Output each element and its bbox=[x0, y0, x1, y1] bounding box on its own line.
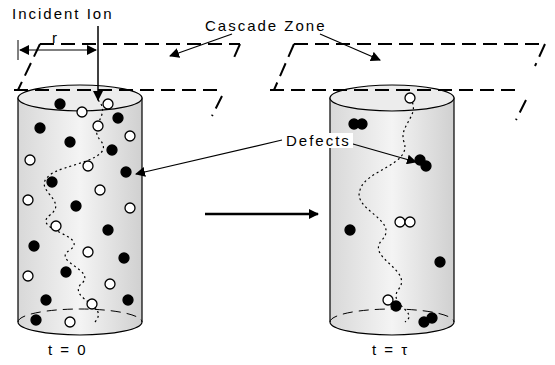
defects-label: Defects bbox=[284, 133, 353, 148]
radius-label: r bbox=[52, 30, 59, 45]
ion-label: Incident Ion bbox=[12, 6, 114, 21]
time-label: t = 0 bbox=[48, 342, 88, 357]
time-label: t = τ bbox=[372, 342, 409, 357]
zone-label: Cascade Zone bbox=[205, 18, 327, 33]
